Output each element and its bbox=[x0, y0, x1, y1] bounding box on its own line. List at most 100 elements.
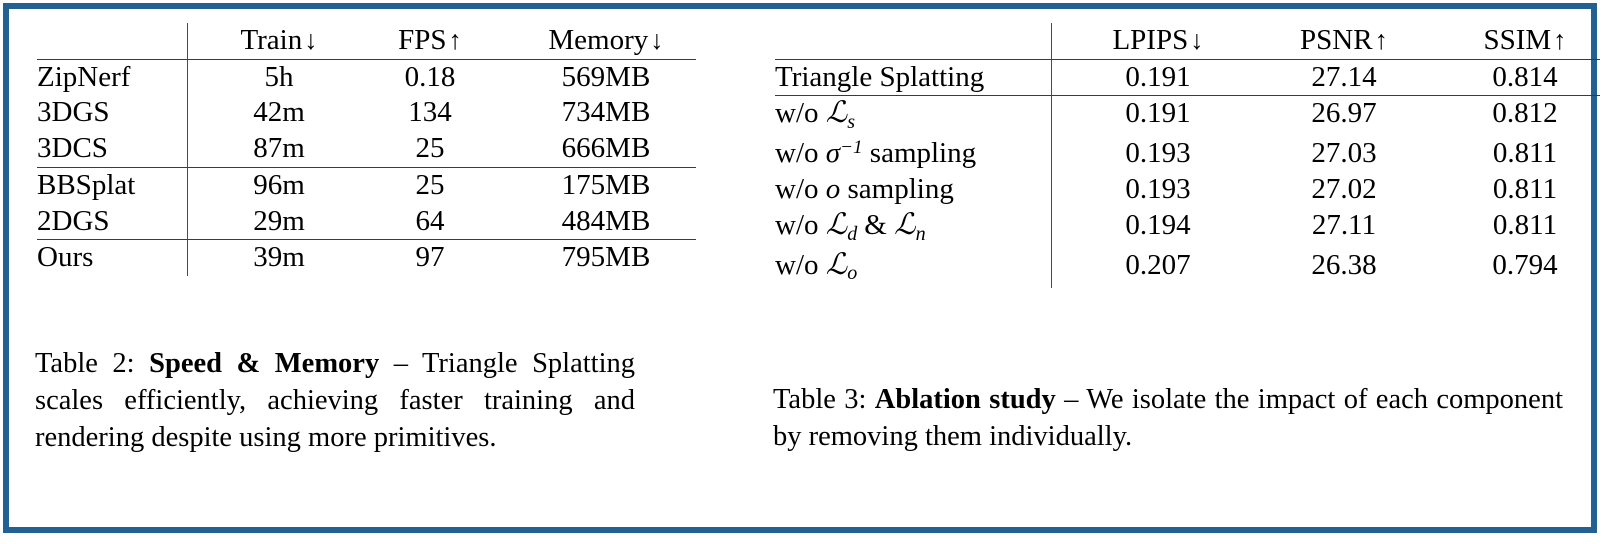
loss-subscript: n bbox=[915, 222, 926, 245]
table-2-memory: 666MB bbox=[561, 132, 651, 165]
loss-symbol: ℒo bbox=[825, 248, 858, 285]
sigma-symbol: σ−1 bbox=[825, 137, 863, 170]
table-3-header-ssim: SSIM↑ bbox=[1450, 23, 1600, 59]
table-3-caption: Table 3: Ablation study – We isolate the… bbox=[773, 381, 1563, 455]
table-3-lpips: 0.194 bbox=[1051, 207, 1264, 248]
table-2-method: BBSplat bbox=[37, 166, 188, 204]
table-3-lpips: 0.193 bbox=[1051, 172, 1264, 208]
arrow-up-icon: ↑ bbox=[448, 25, 462, 55]
loss-subscript: o bbox=[847, 262, 858, 285]
table-3-psnr: 27.11 bbox=[1311, 208, 1377, 241]
table-3-lpips: 0.191 bbox=[1051, 95, 1264, 137]
table-3-psnr: 27.03 bbox=[1311, 137, 1377, 170]
loss-symbol-n: ℒn bbox=[894, 208, 926, 245]
table-row: w/o ℒd & ℒn 0.194 27.11 0.811 bbox=[775, 207, 1600, 248]
arrow-down-icon: ↓ bbox=[650, 25, 664, 55]
table-2-header-memory: Memory↓ bbox=[516, 23, 696, 59]
table-2-fps: 97 bbox=[370, 239, 516, 277]
table-2-train: 39m bbox=[187, 239, 370, 277]
ablation-prefix: w/o bbox=[775, 137, 819, 170]
table-2-memory: 795MB bbox=[516, 239, 696, 277]
table-3-method: w/o σ−1 sampling bbox=[775, 136, 1052, 172]
ablation-suffix: sampling bbox=[847, 173, 954, 206]
table-2-caption-body: Triangle Splatting scales efficiently, a… bbox=[35, 348, 635, 454]
ssim-header-label: SSIM bbox=[1483, 24, 1552, 56]
table-2-memory: 734MB bbox=[561, 96, 651, 129]
table-3-psnr: 27.14 bbox=[1264, 58, 1450, 96]
table-2-corner-cell bbox=[37, 23, 188, 59]
table-3-ssim: 0.811 bbox=[1492, 208, 1558, 241]
loss-subscript: s bbox=[847, 111, 855, 134]
ablation-prefix: w/o bbox=[775, 208, 819, 241]
table-3-head: LPIPS↓ PSNR↑ SSIM↑ bbox=[775, 23, 1600, 60]
table-3-ssim: 0.811 bbox=[1492, 173, 1558, 206]
table-2-fps: 25 bbox=[415, 132, 445, 165]
table-2-memory: 175MB bbox=[516, 166, 696, 204]
arrow-up-icon: ↑ bbox=[1553, 25, 1567, 55]
ablation-study-table: LPIPS↓ PSNR↑ SSIM↑ Triangle Splatting 0.… bbox=[775, 23, 1600, 288]
table-3-caption-dash: – bbox=[1064, 384, 1079, 415]
table-3-body: Triangle Splatting 0.191 27.14 0.814 w/o… bbox=[775, 58, 1600, 288]
table-3-ssim: 0.794 bbox=[1492, 248, 1558, 281]
table-3-method: w/o ℒo bbox=[775, 248, 1052, 288]
arrow-down-icon: ↓ bbox=[1190, 25, 1204, 55]
arrow-up-icon: ↑ bbox=[1374, 25, 1388, 55]
table-2-method: 3DGS bbox=[37, 96, 110, 129]
opacity-symbol: o bbox=[825, 173, 841, 206]
paper-page: Train↓ FPS↑ Memory↓ ZipNerf 5h bbox=[9, 9, 1600, 527]
table-row: Triangle Splatting 0.191 27.14 0.814 bbox=[775, 58, 1600, 96]
table-2-memory: 569MB bbox=[516, 58, 696, 96]
speed-memory-table: Train↓ FPS↑ Memory↓ ZipNerf 5h bbox=[37, 23, 696, 277]
table-2-fps: 0.18 bbox=[370, 58, 516, 96]
table-2-train: 5h bbox=[187, 58, 370, 96]
loss-symbol-d: ℒd bbox=[825, 208, 858, 245]
table-3-psnr: 26.38 bbox=[1311, 248, 1377, 281]
table-3-psnr: 26.97 bbox=[1264, 95, 1450, 137]
table-3-caption-label: Table 3: bbox=[773, 384, 867, 415]
table-2-header-train: Train↓ bbox=[187, 23, 370, 60]
table-2-train: 96m bbox=[187, 166, 370, 204]
memory-header-label: Memory bbox=[548, 24, 649, 56]
ablation-prefix: w/o bbox=[775, 248, 819, 281]
ampersand: & bbox=[864, 208, 887, 241]
table-3-corner-cell bbox=[775, 23, 1052, 59]
table-3-psnr: 27.02 bbox=[1311, 173, 1377, 206]
table-3-ssim: 0.811 bbox=[1492, 137, 1558, 170]
table-2-header-fps: FPS↑ bbox=[370, 23, 516, 59]
sigma-exponent: −1 bbox=[840, 137, 863, 159]
table-3-lpips: 0.207 bbox=[1051, 247, 1264, 288]
table-3-caption-body: We isolate the impact of each component … bbox=[773, 384, 1563, 453]
table-3-method-main: Triangle Splatting bbox=[775, 58, 1052, 96]
table-2-caption-title: Speed & Memory bbox=[149, 348, 380, 379]
ablation-suffix: sampling bbox=[869, 137, 977, 170]
table-3-header-psnr: PSNR↑ bbox=[1264, 23, 1450, 59]
table-3-method: w/o o sampling bbox=[775, 172, 1052, 208]
table-2-memory: 484MB bbox=[561, 204, 651, 237]
table-2-caption-dash: – bbox=[393, 348, 408, 379]
lpips-header-label: LPIPS bbox=[1112, 24, 1189, 56]
table-2-method: ZipNerf bbox=[37, 58, 188, 96]
table-2-container: Train↓ FPS↑ Memory↓ ZipNerf 5h bbox=[37, 23, 696, 277]
table-row: 3DGS 42m 134 734MB bbox=[37, 95, 696, 132]
loss-symbol: ℒs bbox=[825, 97, 855, 134]
table-3-lpips: 0.193 bbox=[1051, 136, 1264, 173]
table-3-method: w/o ℒd & ℒn bbox=[775, 208, 1052, 248]
table-2-train: 42m bbox=[187, 95, 370, 132]
table-3-ssim: 0.812 bbox=[1450, 95, 1600, 137]
loss-subscript: d bbox=[847, 222, 858, 245]
table-3-lpips: 0.191 bbox=[1051, 58, 1264, 96]
table-row: ZipNerf 5h 0.18 569MB bbox=[37, 58, 696, 96]
ablation-prefix: w/o bbox=[775, 173, 819, 206]
table-2-caption-label: Table 2: bbox=[35, 348, 135, 379]
table-2-train: 87m bbox=[187, 131, 370, 168]
table-2-method: 2DGS bbox=[37, 204, 110, 237]
table-row: w/o ℒs 0.191 26.97 0.812 bbox=[775, 95, 1600, 137]
table-3-ssim: 0.814 bbox=[1450, 58, 1600, 96]
page-frame: Train↓ FPS↑ Memory↓ ZipNerf 5h bbox=[3, 3, 1600, 533]
arrow-down-icon: ↓ bbox=[304, 25, 318, 55]
table-3-container: LPIPS↓ PSNR↑ SSIM↑ Triangle Splatting 0.… bbox=[775, 23, 1600, 288]
table-row: w/o ℒo 0.207 26.38 0.794 bbox=[775, 247, 1600, 288]
table-2-header-row: Train↓ FPS↑ Memory↓ bbox=[37, 23, 696, 60]
table-2-train: 29m bbox=[187, 203, 370, 240]
table-row: Ours 39m 97 795MB bbox=[37, 239, 696, 277]
